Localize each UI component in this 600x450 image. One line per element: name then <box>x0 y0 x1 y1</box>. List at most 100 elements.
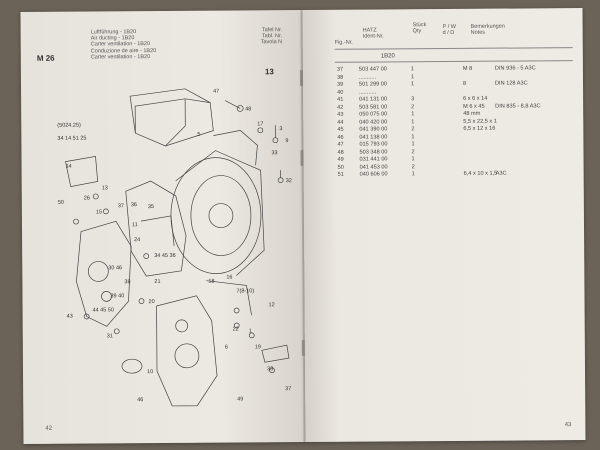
header-line: Qty <box>412 28 422 35</box>
ident-cell: 040 420 00 <box>359 118 388 126</box>
remarks-header: Bemerkungen Notes <box>471 24 505 37</box>
ident-cell: ........... <box>358 73 377 81</box>
plate-label: Tafel Nr. Tabl. Nr. Tavola N <box>261 27 283 46</box>
header-line: Notes <box>470 29 486 37</box>
callout-label: 5 <box>197 132 200 138</box>
qty-cell: 1 <box>410 81 415 88</box>
callout-label: 24 <box>134 237 140 243</box>
qty-cell: 2 <box>411 163 415 170</box>
callout-label: 13 <box>102 185 108 191</box>
remark-cell: 6,5 x 12 x 16 <box>463 125 496 132</box>
callout-label: 37 <box>285 386 291 392</box>
bracket-part <box>213 130 258 166</box>
ident-cell: 031 441 00 <box>359 156 388 163</box>
qty-cell: 2 <box>411 126 415 133</box>
ident-cell: 040 606 00 <box>359 171 388 178</box>
callout-label: 37 <box>118 203 124 209</box>
qty-cell: 1 <box>411 133 415 140</box>
quantity-header: Stück Qty <box>413 22 427 35</box>
ident-cell: 041 390 00 <box>359 126 388 133</box>
callout-label: 31 <box>107 333 113 339</box>
group-label: 1B20 <box>380 53 395 60</box>
pos-cell: 49 <box>337 156 344 163</box>
callout-label: (5024.25) <box>57 123 81 129</box>
callout-label: 46 <box>137 397 143 403</box>
callout-label: 10 <box>147 369 153 375</box>
clamp-part <box>261 344 290 363</box>
qty-cell: 1 <box>410 73 415 80</box>
cylinder-cover-left-part <box>76 220 132 327</box>
callout-label: 33 <box>271 150 277 156</box>
fig-number-header: Fig.-Nr. <box>334 39 353 46</box>
callout-label: 50 <box>58 200 64 206</box>
callout-label: 38 <box>124 279 130 285</box>
plate-label-line: Tavola N <box>260 39 283 46</box>
ident-cell: 050 075 00 <box>359 111 388 118</box>
header-line: d / D <box>442 30 455 37</box>
qty-cell: 3 <box>411 96 415 103</box>
ident-cell: 041 131 00 <box>359 96 388 103</box>
standard-cell: DIN 835 - 8,8 A3C <box>495 102 541 110</box>
group-divider <box>334 60 573 63</box>
header-line: Ident-Nr. <box>362 33 384 40</box>
remark-cell: 8 <box>462 80 467 87</box>
left-page: Luftführung - 1B20 Air ducting - 1B20 Ca… <box>20 9 306 444</box>
callout-label: 7(8-10) <box>236 288 254 294</box>
callout-label: 30 46 <box>108 265 122 271</box>
callout-label: 15 <box>96 209 102 215</box>
callout-label: 9 <box>285 138 288 144</box>
qty-cell: 1 <box>411 141 415 148</box>
pos-cell: 38 <box>336 74 344 81</box>
ident-cell: ........... <box>359 88 377 96</box>
qty-cell: 1 <box>411 118 415 125</box>
callout-label: 1 <box>249 328 252 334</box>
qty-cell: 1 <box>411 171 415 178</box>
ident-cell: 503 581 00 <box>359 103 388 111</box>
standard-cell: DIN 128 A3C <box>494 80 528 87</box>
parts-catalog-booklet: Luftführung - 1B20 Air ducting - 1B20 Ca… <box>20 8 586 444</box>
callout-label: 26 <box>84 195 90 201</box>
qty-cell: 2 <box>411 103 415 110</box>
air-duct-cover-part <box>129 88 214 147</box>
callout-label: 14 <box>66 164 72 170</box>
callout-label: 16 <box>226 274 232 280</box>
page-number-left: 42 <box>45 425 53 432</box>
pos-cell: 46 <box>337 134 344 141</box>
callout-label: 20 <box>149 299 155 305</box>
callout-label: 22 <box>233 326 239 332</box>
ident-cell: 015 793 00 <box>359 141 388 148</box>
remark-cell: 48 mm <box>463 110 481 117</box>
heading-line: Carter ventilation - 1B20 <box>90 53 151 61</box>
pos-cell: 37 <box>336 66 344 73</box>
pos-cell: 40 <box>337 89 344 96</box>
ident-number-header: HATZ Ident-Nr. <box>363 27 384 40</box>
callout-label: 21 <box>154 279 160 285</box>
callout-label: 34 14 51 25 <box>57 136 86 142</box>
small-cover-part <box>65 156 99 188</box>
remark-cell: M 6 x 45 <box>463 103 485 110</box>
callout-label: 18 <box>208 279 214 285</box>
sealing-ring-part <box>121 358 143 374</box>
callout-label: 12 <box>269 302 275 308</box>
callout-label: 36 <box>131 202 137 208</box>
callout-label: 47 <box>213 89 219 95</box>
right-page: Fig.-Nr. HATZ Ident-Nr. Stück Qty P / W … <box>302 8 586 442</box>
pw-header: P / W d / D <box>443 24 456 36</box>
ident-cell: 041 453 00 <box>359 163 388 171</box>
exploded-parts-diagram: 47 48 17 3 9 5 32 33 13 14 34 14 51 25 (… <box>57 88 292 407</box>
pos-cell: 44 <box>337 119 344 126</box>
cylinder-cover-lower-part <box>156 295 218 407</box>
section-code: M 26 <box>36 53 55 63</box>
callout-label: 6 <box>225 345 228 351</box>
header-divider <box>334 47 573 50</box>
pos-cell: 45 <box>337 126 344 133</box>
callout-label: 3 <box>279 126 282 132</box>
pos-cell: 41 <box>337 96 344 103</box>
callout-label: 11 <box>132 222 138 228</box>
qty-cell: 1 <box>410 66 415 73</box>
pos-cell: 51 <box>337 171 344 178</box>
remark-cell: 6 x 6 x 14 <box>463 95 488 102</box>
qty-cell: 1 <box>411 156 415 163</box>
